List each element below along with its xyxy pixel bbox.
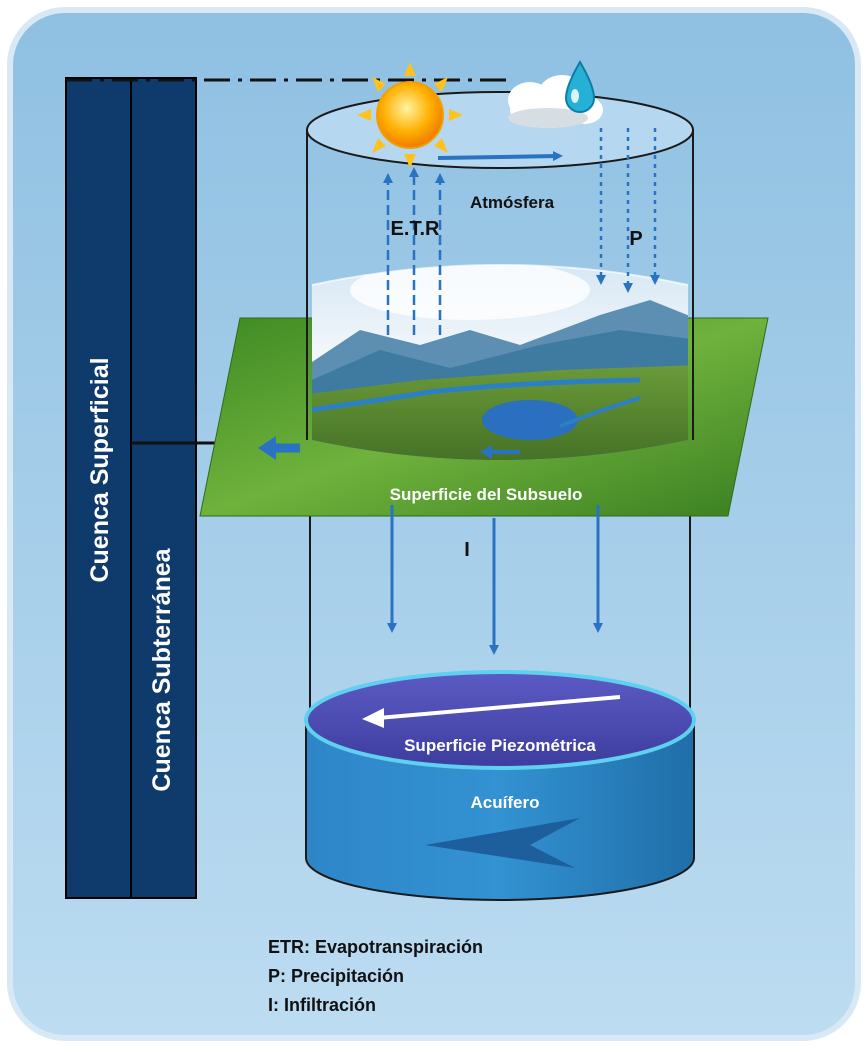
legend-item-etr: ETR: Evapotranspiración xyxy=(268,937,484,957)
cloud-icon xyxy=(508,75,603,128)
legend-item-precipitation: P: Precipitación xyxy=(268,966,405,986)
precipitation-label: P xyxy=(629,228,642,250)
infiltration-label: I xyxy=(464,539,470,561)
subsoil-surface-label: Superficie del Subsuelo xyxy=(390,485,583,504)
vapor-transport-arrow xyxy=(437,151,563,162)
aquifer-flow-arrow xyxy=(425,818,580,868)
etr-label: E.T.R xyxy=(391,218,440,240)
landscape-scene xyxy=(312,265,688,460)
runoff-arrow-small xyxy=(480,445,492,459)
aquifer-body xyxy=(305,719,695,901)
lake xyxy=(482,400,578,440)
atmosphere-label: Atmósfera xyxy=(470,193,555,212)
water-drop-icon xyxy=(564,60,596,113)
legend-item-infiltration: I: Infiltración xyxy=(268,995,376,1015)
surface-basin-label: Cuenca Superficial xyxy=(86,357,114,582)
piezometric-surface xyxy=(304,670,696,770)
legend: ETR: Evapotranspiración P: Precipitación… xyxy=(268,933,688,1020)
runoff-arrow-left xyxy=(258,436,276,460)
sun-icon xyxy=(357,62,463,168)
piezometric-flow-arrow xyxy=(362,708,384,728)
aquifer-label: Acuífero xyxy=(471,793,540,812)
groundwater-basin-label: Cuenca Subterránea xyxy=(148,547,176,791)
piezometric-label: Superficie Piezométrica xyxy=(404,736,596,755)
